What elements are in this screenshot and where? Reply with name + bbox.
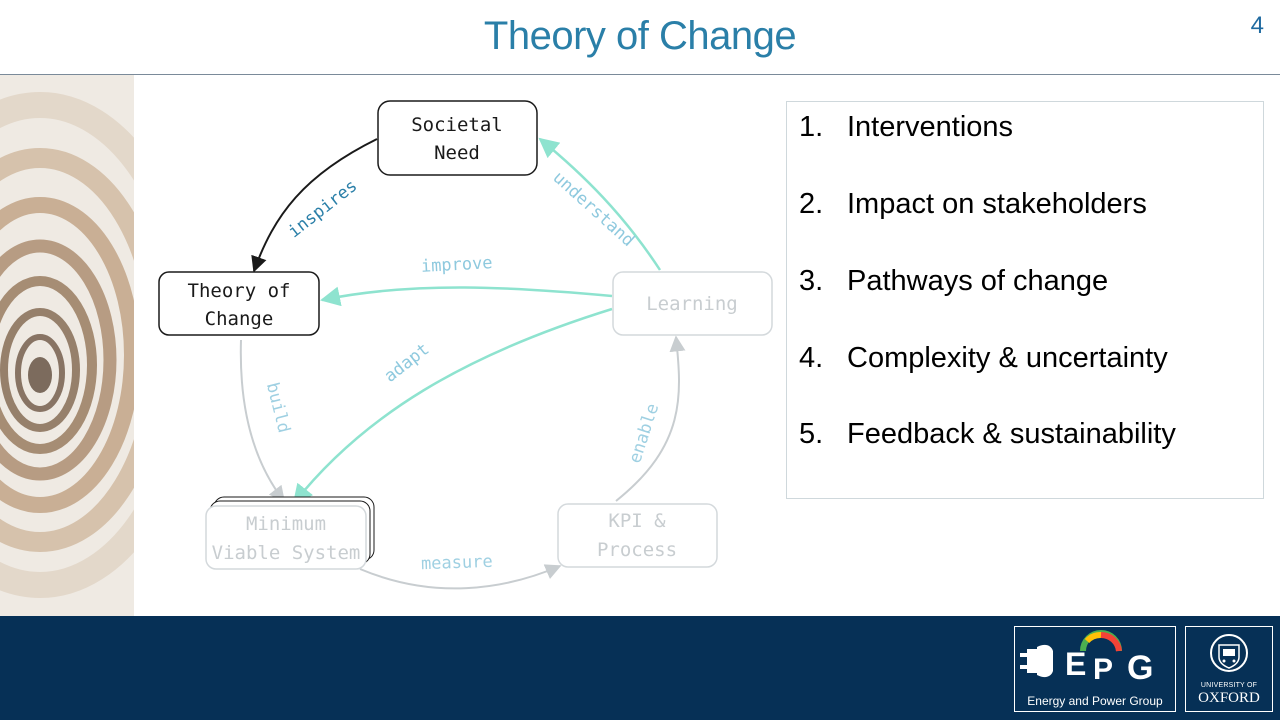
university-of-oxford-logo: UNIVERSITY OF OXFORD bbox=[1185, 626, 1273, 712]
svg-text:E: E bbox=[1065, 646, 1086, 682]
key-elements-list: 1.Interventions 2.Impact on stakeholders… bbox=[786, 101, 1264, 499]
page-number: 4 bbox=[1250, 12, 1264, 39]
slide-title: Theory of Change bbox=[483, 14, 797, 58]
arrow-understand bbox=[538, 137, 662, 271]
node-theory-of-change: Theory of Change bbox=[158, 271, 320, 336]
svg-text:Societal: Societal bbox=[411, 114, 503, 136]
edge-label-understand: understand bbox=[549, 168, 638, 251]
footer-bar: E P G Energy and Power Group UNIVERSITY … bbox=[0, 616, 1280, 720]
list-item: 2.Impact on stakeholders bbox=[799, 188, 1147, 220]
svg-text:Viable System: Viable System bbox=[212, 542, 361, 564]
node-minimum-viable-system: Minimum Viable System bbox=[205, 496, 375, 570]
svg-text:Change: Change bbox=[205, 308, 274, 330]
arrow-measure bbox=[359, 564, 562, 590]
arrow-improve bbox=[320, 286, 613, 307]
arrow-build bbox=[239, 339, 285, 503]
svg-text:KPI &: KPI & bbox=[608, 510, 666, 532]
svg-text:Process: Process bbox=[597, 539, 677, 561]
svg-text:P: P bbox=[1093, 653, 1113, 686]
svg-text:Theory of: Theory of bbox=[188, 280, 291, 302]
list-item: 1.Interventions bbox=[799, 111, 1014, 143]
arrow-inspires bbox=[251, 138, 378, 273]
title-divider bbox=[0, 74, 1280, 75]
list-item: 3.Pathways of change bbox=[799, 265, 1109, 297]
epg-caption: Energy and Power Group bbox=[1027, 694, 1163, 708]
svg-text:Need: Need bbox=[434, 142, 480, 164]
spiral-staircase-image bbox=[0, 75, 134, 616]
svg-text:Minimum: Minimum bbox=[246, 513, 326, 535]
svg-text:G: G bbox=[1127, 649, 1153, 687]
edge-label-inspires: inspires bbox=[284, 176, 361, 242]
edge-label-build: build bbox=[262, 381, 294, 436]
edge-label-adapt: adapt bbox=[381, 339, 434, 386]
node-societal-need: Societal Need bbox=[377, 100, 538, 176]
arrow-adapt bbox=[292, 307, 613, 505]
oxford-crest-icon bbox=[1210, 634, 1248, 672]
energy-power-group-logo: E P G Energy and Power Group bbox=[1014, 626, 1176, 712]
list-item: 4.Complexity & uncertainty bbox=[799, 342, 1168, 374]
node-kpi-process: KPI & Process bbox=[557, 503, 718, 568]
edge-label-measure: measure bbox=[421, 552, 493, 574]
oxford-name-text: OXFORD bbox=[1198, 690, 1260, 706]
arrow-enable bbox=[615, 335, 686, 502]
oxford-university-of-text: UNIVERSITY OF bbox=[1200, 682, 1258, 689]
plug-icon: E P G bbox=[1020, 630, 1153, 687]
svg-text:Learning: Learning bbox=[646, 293, 738, 315]
edge-label-improve: improve bbox=[420, 253, 493, 277]
theory-of-change-diagram: inspires understand improve adapt build … bbox=[134, 75, 784, 616]
node-learning: Learning bbox=[612, 271, 773, 336]
list-item: 5.Feedback & sustainability bbox=[799, 418, 1176, 450]
